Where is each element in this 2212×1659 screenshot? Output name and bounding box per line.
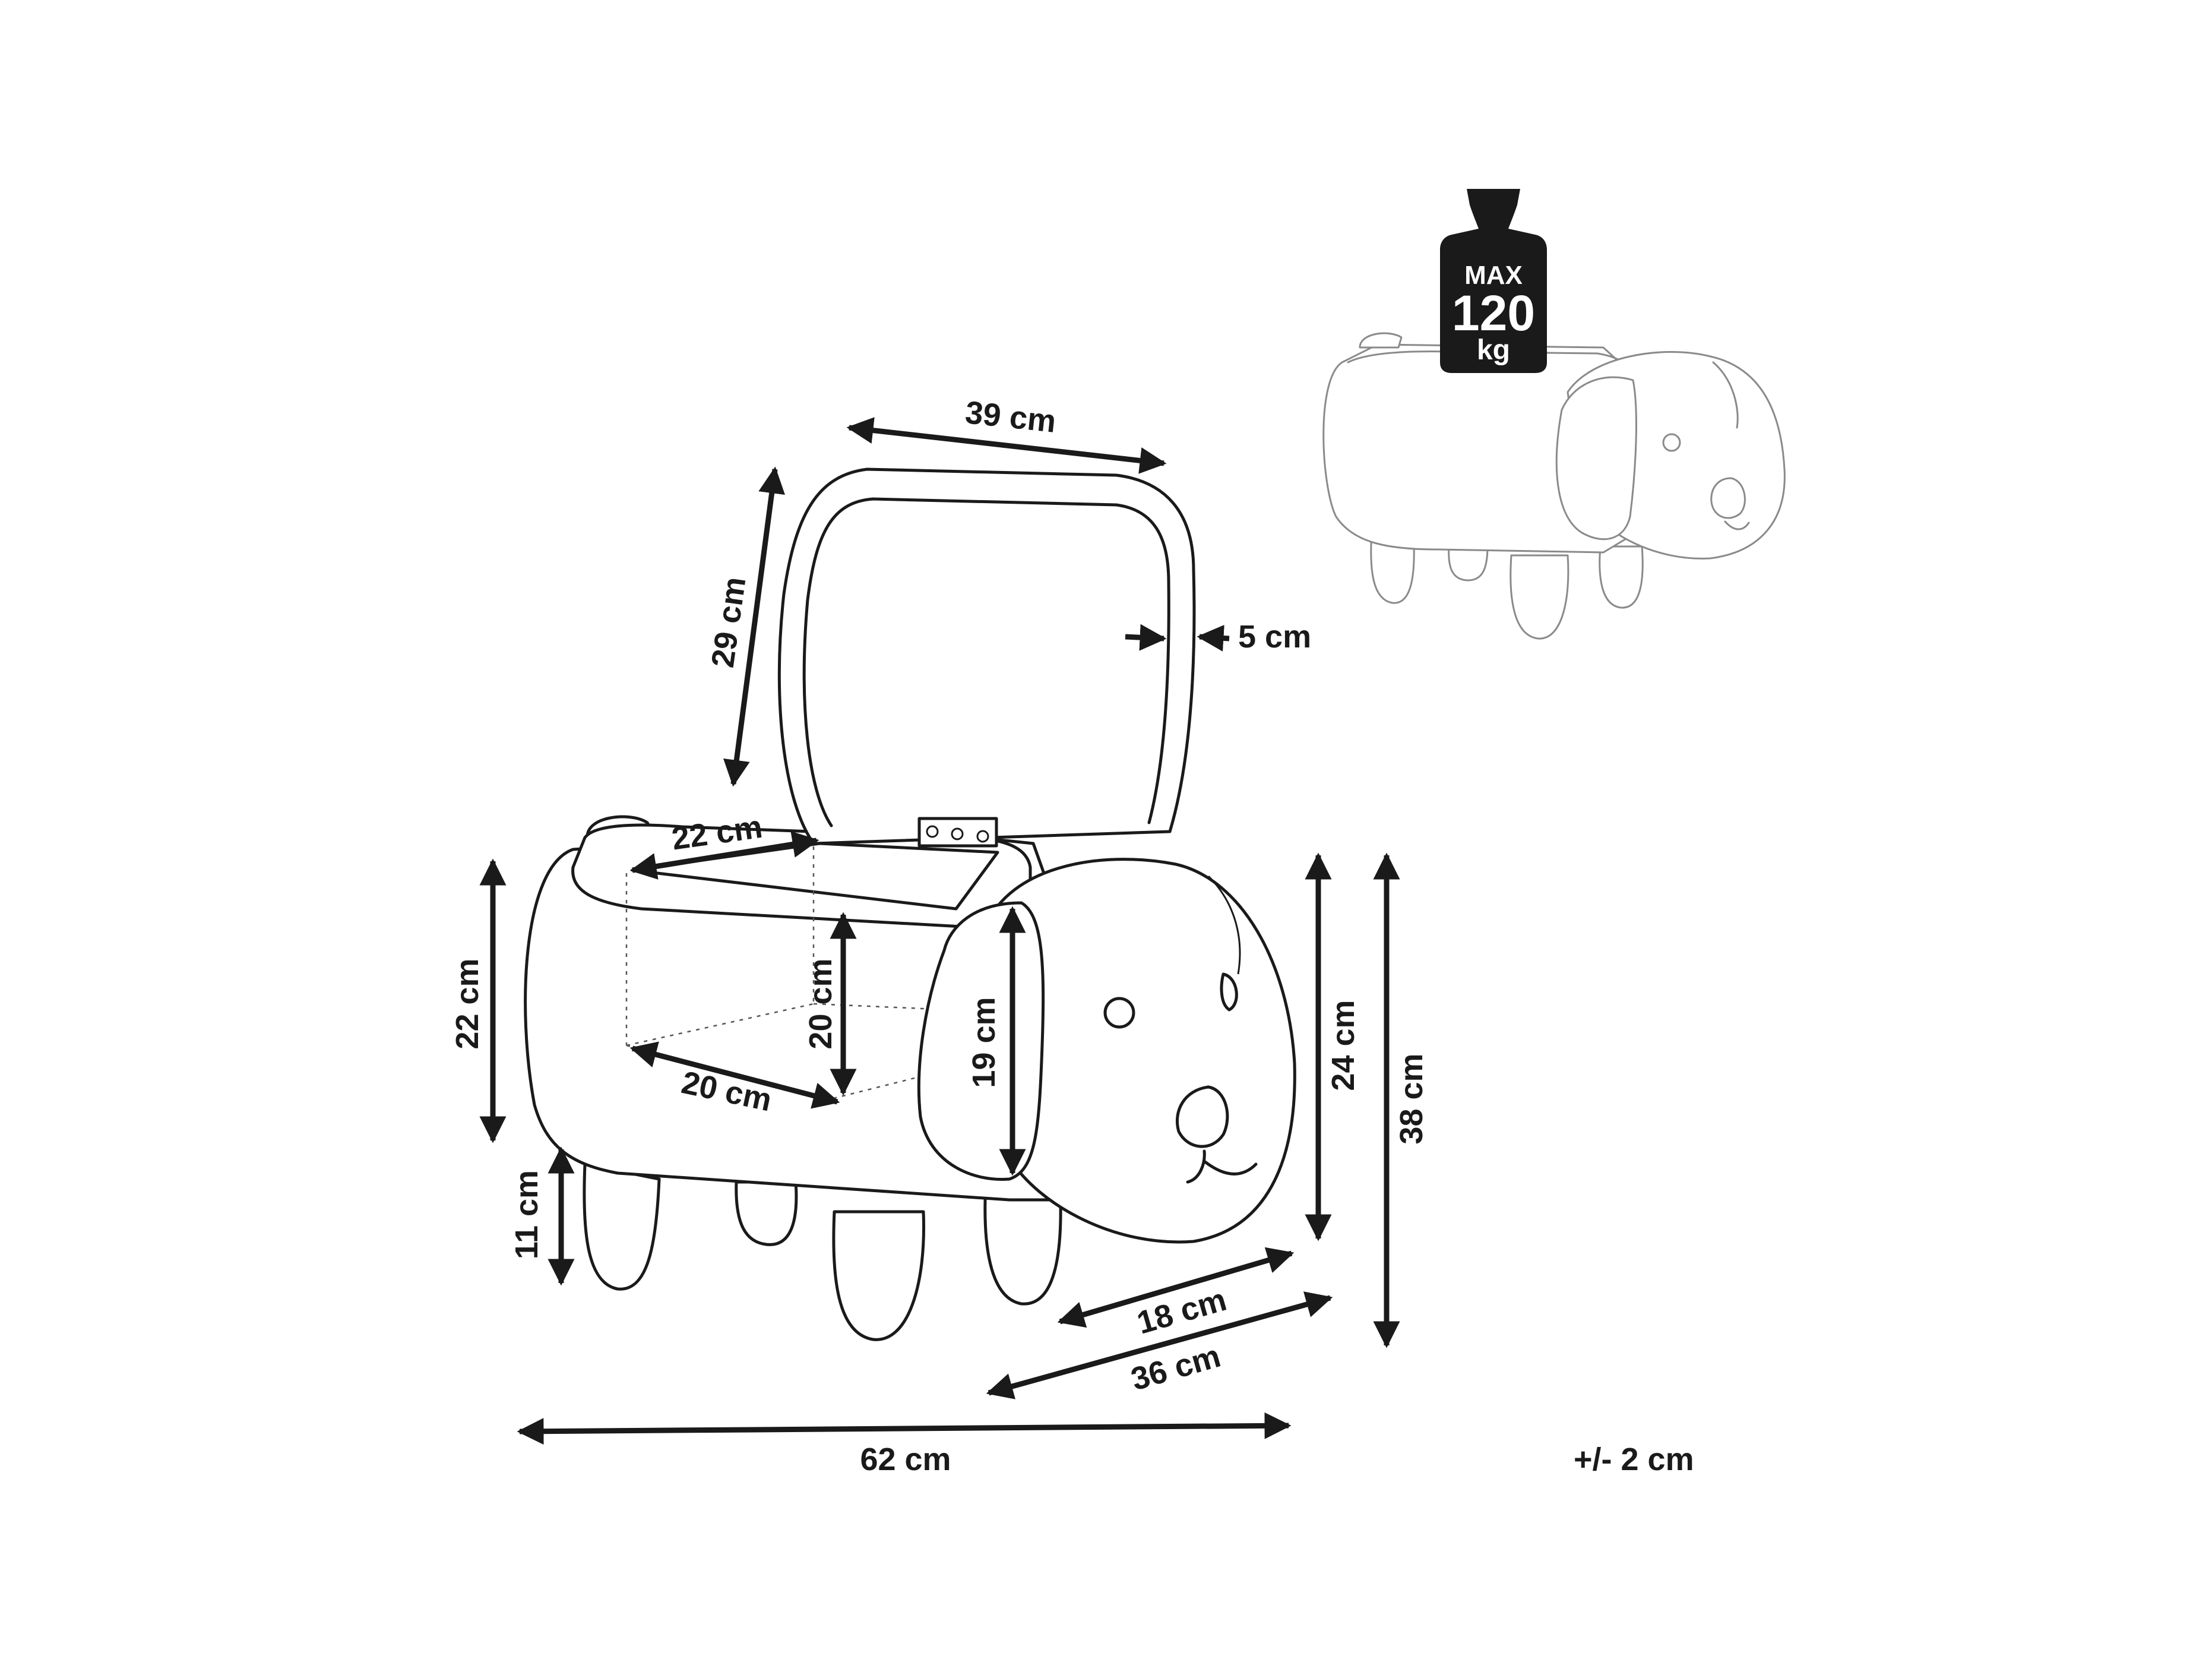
- label-lid-depth: 29 cm: [705, 575, 753, 670]
- weight-icon: MAX 120 kg: [1440, 189, 1547, 373]
- label-lid-width: 39 cm: [964, 394, 1058, 440]
- dim-storage-width: [629, 831, 819, 880]
- head-ridge: [1207, 875, 1241, 975]
- lid-hinge: [917, 817, 998, 848]
- label-head-height: 24 cm: [1325, 1000, 1361, 1091]
- max-load-unit: kg: [1477, 334, 1510, 366]
- label-storage-height: 20 cm: [803, 958, 838, 1049]
- max-load-value: 120: [1452, 285, 1535, 341]
- tolerance-note: +/- 2 cm: [1574, 1442, 1694, 1477]
- dim-total-depth: [986, 1291, 1333, 1399]
- label-seat-height: 22 cm: [450, 958, 485, 1049]
- dim-lid-depth: [723, 466, 786, 787]
- label-total-height: 38 cm: [1394, 1053, 1429, 1144]
- dog-nose: [1175, 1085, 1229, 1148]
- label-lid-thickness: 5 cm: [1238, 619, 1311, 655]
- lid-outer: [777, 467, 1196, 845]
- dim-lid-thickness-right: [1197, 624, 1230, 652]
- dog-eye-left: [1103, 997, 1135, 1029]
- ghost-eye: [1662, 433, 1681, 452]
- dog-eye-right: [1220, 972, 1238, 1012]
- label-leg-height: 11 cm: [509, 1170, 545, 1259]
- dimension-lines: [479, 417, 1400, 1445]
- dim-storage-depth: [629, 1041, 840, 1109]
- max-load-label: MAX: [1464, 261, 1523, 290]
- dog-mouth: [1186, 1149, 1258, 1184]
- front-left-leg: [583, 1162, 661, 1291]
- dim-lid-thickness-left: [1125, 624, 1167, 651]
- lid-inner: [802, 497, 1170, 827]
- front-right-leg: [832, 1210, 926, 1341]
- load-capacity-illustration: MAX 120 kg: [1322, 189, 1786, 640]
- label-total-width: 62 cm: [860, 1442, 951, 1477]
- label-ear-height: 19 cm: [966, 997, 1002, 1088]
- back-left-leg: [735, 1180, 798, 1246]
- dog-head: [984, 858, 1296, 1244]
- dim-lid-width: [846, 417, 1167, 474]
- label-total-depth: 36 cm: [1127, 1338, 1224, 1398]
- dim-total-width: [517, 1412, 1292, 1445]
- ottoman-drawing: [524, 467, 1296, 1341]
- back-right-leg: [983, 1183, 1062, 1306]
